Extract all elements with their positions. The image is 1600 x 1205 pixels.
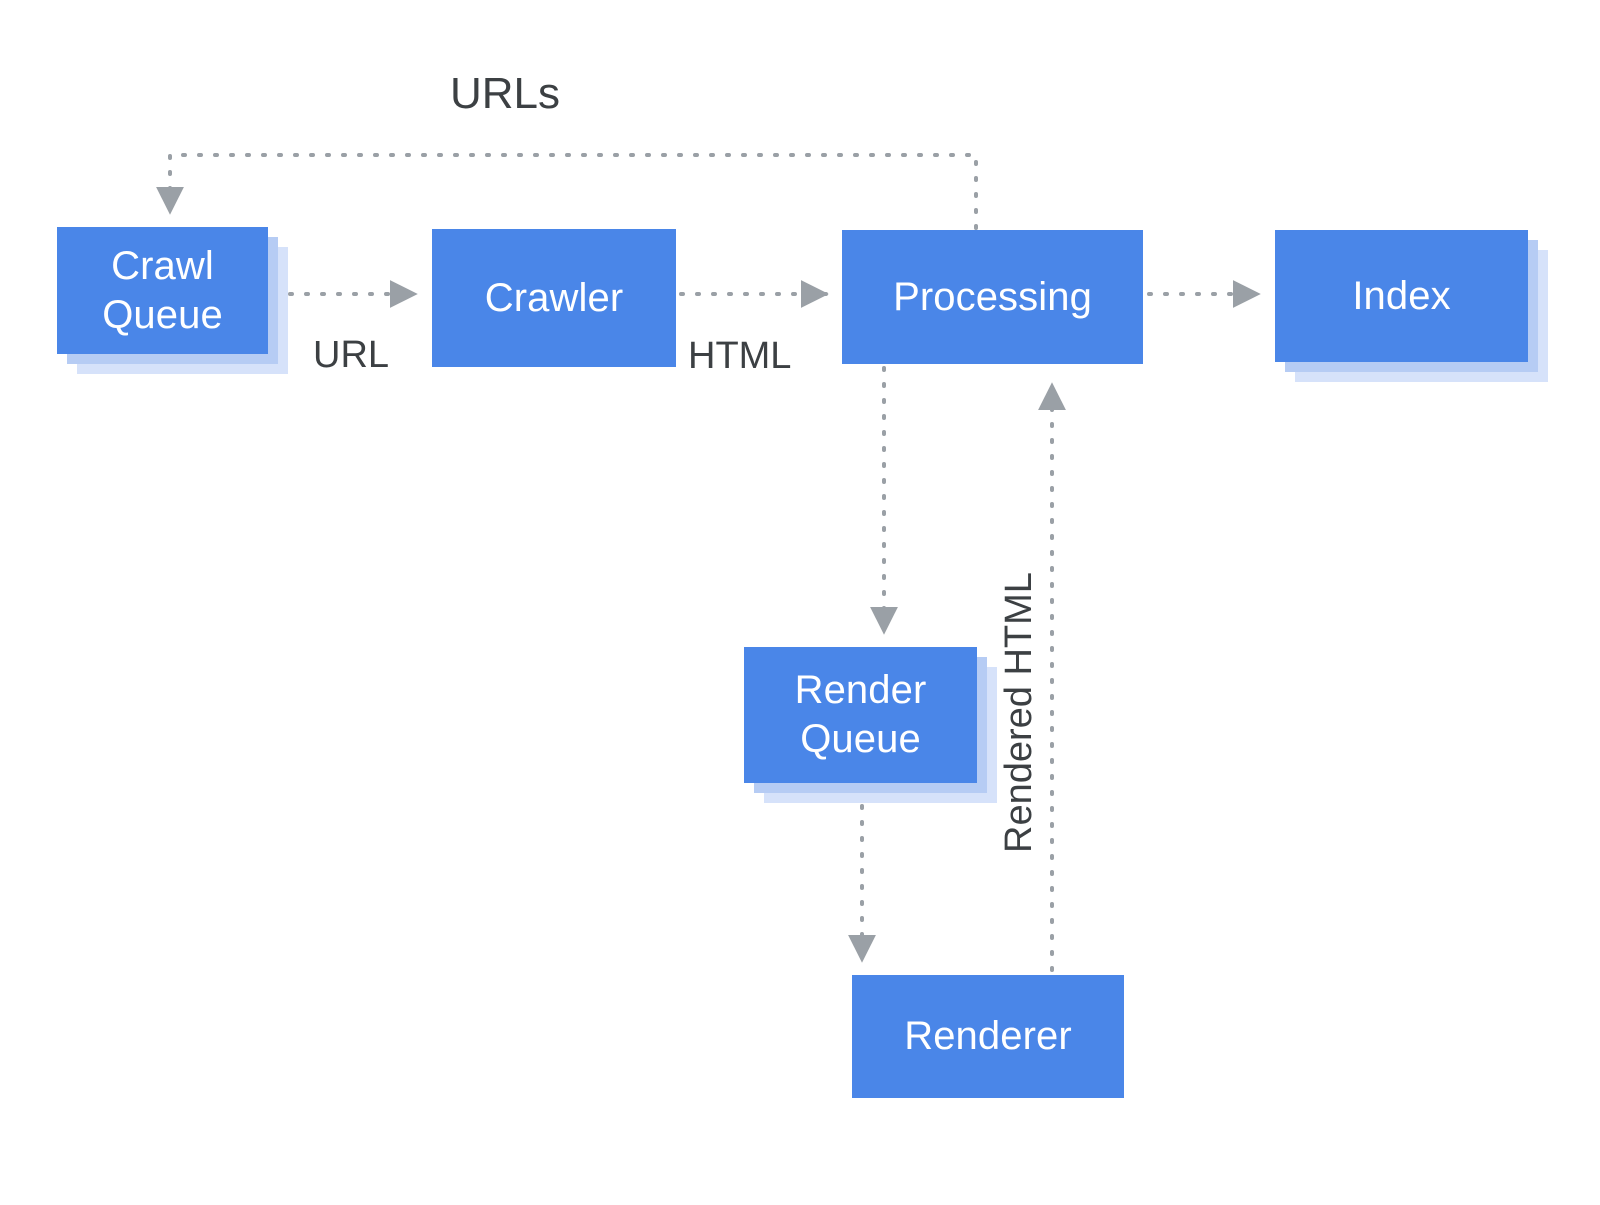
node-label-crawl-queue: Crawl Queue bbox=[102, 243, 223, 337]
node-label-processing: Processing bbox=[893, 274, 1092, 319]
node-face: Renderer bbox=[852, 975, 1124, 1098]
edge-label-urls: URLs bbox=[450, 69, 561, 118]
edge-processing-to-crawl-queue bbox=[156, 153, 978, 230]
node-face: Crawler bbox=[432, 229, 676, 367]
node-face: Render Queue bbox=[744, 647, 977, 783]
node-crawler[interactable]: Crawler bbox=[432, 229, 676, 367]
node-crawl-queue[interactable]: Crawl Queue bbox=[57, 227, 288, 374]
node-index[interactable]: Index bbox=[1275, 230, 1548, 382]
node-render-queue[interactable]: Render Queue bbox=[744, 647, 997, 803]
node-face: Index bbox=[1275, 230, 1528, 362]
node-label-crawler: Crawler bbox=[484, 275, 624, 320]
node-label-renderer: Renderer bbox=[904, 1014, 1072, 1059]
edge-label-html: HTML bbox=[688, 335, 792, 377]
node-processing[interactable]: Processing bbox=[842, 230, 1143, 364]
edge-label-rendered-html: Rendered HTML bbox=[998, 572, 1040, 853]
node-label-render-queue: Render Queue bbox=[794, 668, 927, 761]
node-renderer[interactable]: Renderer bbox=[852, 975, 1124, 1098]
node-face: Crawl Queue bbox=[57, 227, 268, 354]
node-label-index: Index bbox=[1352, 273, 1451, 318]
node-face: Processing bbox=[842, 230, 1143, 364]
edge-label-url: URL bbox=[313, 334, 390, 376]
